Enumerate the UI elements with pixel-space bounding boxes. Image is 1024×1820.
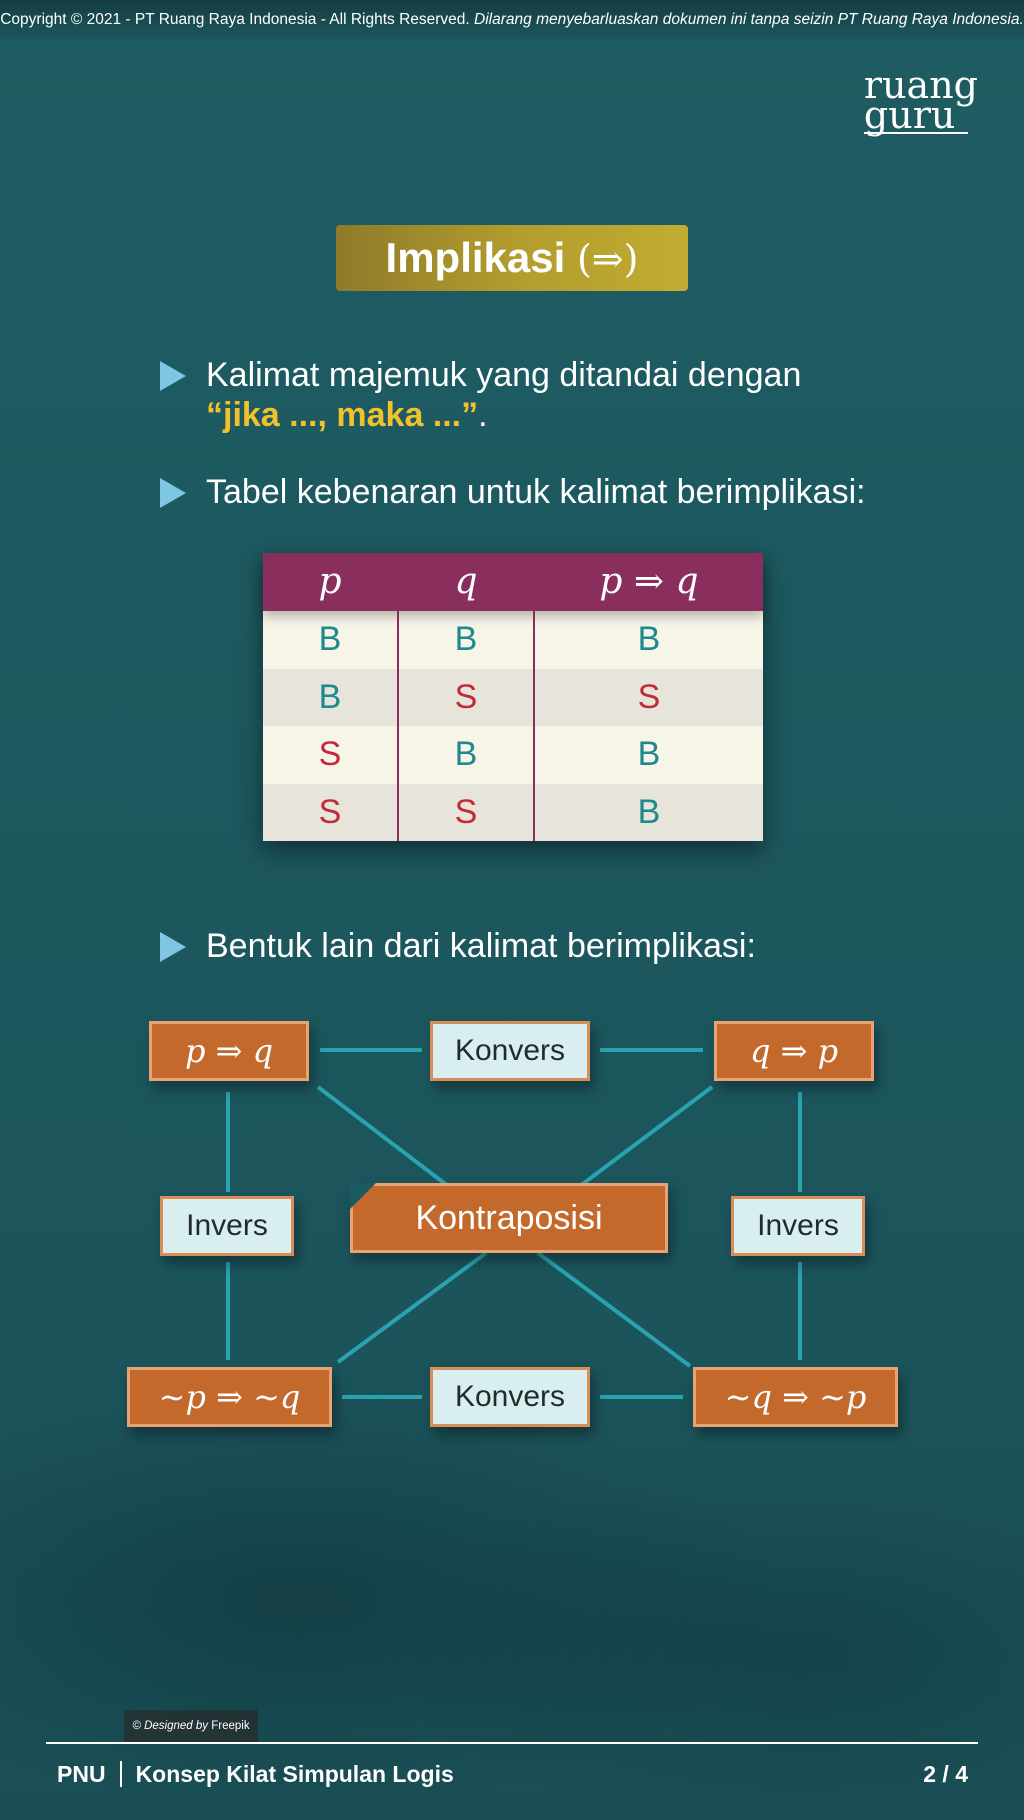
table-cell: B bbox=[318, 620, 342, 658]
table-row: S S B bbox=[263, 783, 763, 841]
ruangguru-logo: ruang guru bbox=[863, 66, 978, 134]
bullet-1-text: Kalimat majemuk yang ditandai dengan bbox=[206, 356, 802, 394]
table-row: S B B bbox=[263, 726, 763, 784]
node-p-implies-q: p ⇒ q bbox=[149, 1021, 309, 1081]
node-q-implies-p: q ⇒ p bbox=[714, 1021, 874, 1081]
title-text: Implikasi bbox=[385, 234, 566, 281]
table-header: p q p ⇒ q bbox=[263, 553, 763, 611]
node-not-p-implies-not-q: ∼p ⇒ ∼q bbox=[127, 1367, 332, 1427]
truth-table: p q p ⇒ q B B B B S S S B B S S B bbox=[263, 553, 763, 841]
header-p: p bbox=[318, 561, 342, 602]
table-cell: B bbox=[454, 735, 478, 773]
triangle-bullet-icon bbox=[160, 478, 186, 508]
copyright-notice: Dilarang menyebarluaskan dokumen ini tan… bbox=[474, 11, 1024, 28]
column-divider bbox=[397, 611, 399, 841]
credit-source: Freepik bbox=[211, 1720, 250, 1732]
table-cell: S bbox=[318, 792, 342, 831]
page-title: Implikasi (⇒) bbox=[336, 225, 688, 291]
table-cell: S bbox=[454, 677, 478, 716]
triangle-bullet-icon bbox=[160, 361, 186, 391]
label-kontraposisi: Kontraposisi bbox=[350, 1183, 668, 1253]
copyright-bar: Copyright © 2021 - PT Ruang Raya Indones… bbox=[0, 0, 1024, 40]
copyright-text: Copyright © 2021 - PT Ruang Raya Indones… bbox=[0, 11, 470, 28]
logo-line1: ruang bbox=[863, 63, 978, 107]
label-konvers-top: Konvers bbox=[430, 1021, 590, 1081]
footer-subject: PNU bbox=[57, 1761, 106, 1787]
triangle-bullet-icon bbox=[160, 932, 186, 962]
diagonal-line bbox=[336, 1251, 488, 1364]
image-credit: © Designed by Freepik bbox=[124, 1710, 258, 1742]
footer-separator bbox=[119, 1760, 122, 1787]
bullet-2-text: Tabel kebenaran untuk kalimat berimplika… bbox=[206, 473, 866, 511]
bullet-definition: Kalimat majemuk yang ditandai dengan “ji… bbox=[160, 355, 860, 445]
table-cell: B bbox=[637, 735, 661, 773]
diagonal-line bbox=[578, 1085, 714, 1188]
kontraposisi-text: Kontraposisi bbox=[415, 1199, 603, 1237]
column-divider bbox=[533, 611, 535, 841]
footer-divider bbox=[46, 1742, 978, 1744]
bullet-1-suffix: . bbox=[478, 396, 488, 434]
bullet-3-text: Bentuk lain dari kalimat berimplikasi: bbox=[206, 927, 756, 965]
footer-title: Konsep Kilat Simpulan Logis bbox=[135, 1761, 454, 1787]
footer-left: PNU Konsep Kilat Simpulan Logis bbox=[57, 1758, 454, 1790]
bullet-1-highlight: “jika ..., maka ...” bbox=[206, 396, 479, 434]
title-symbol: (⇒) bbox=[576, 237, 639, 281]
table-row: B B B bbox=[263, 611, 763, 669]
table-cell: B bbox=[318, 677, 342, 716]
table-cell: B bbox=[454, 620, 478, 658]
logo-line2: guru bbox=[863, 96, 968, 134]
table-row: B S S bbox=[263, 668, 763, 726]
table-cell: S bbox=[318, 735, 342, 773]
credit-prefix: © Designed by bbox=[132, 1720, 209, 1732]
node-not-q-implies-not-p: ∼q ⇒ ∼p bbox=[693, 1367, 898, 1427]
bullet-other-forms: Bentuk lain dari kalimat berimplikasi: bbox=[160, 926, 860, 966]
label-invers-left: Invers bbox=[160, 1196, 294, 1256]
diagonal-line bbox=[536, 1251, 692, 1368]
header-q: q bbox=[454, 561, 478, 602]
table-cell: S bbox=[454, 792, 478, 831]
table-cell: B bbox=[637, 620, 661, 658]
label-konvers-bottom: Konvers bbox=[430, 1367, 590, 1427]
table-cell: B bbox=[637, 792, 661, 831]
diagonal-line bbox=[316, 1085, 450, 1188]
footer-page-number: 2 / 4 bbox=[923, 1761, 968, 1787]
bullet-truth-table: Tabel kebenaran untuk kalimat berimplika… bbox=[160, 472, 866, 512]
table-cell: S bbox=[637, 677, 661, 716]
folded-corner-icon bbox=[350, 1183, 376, 1209]
header-p-implies-q: p ⇒ q bbox=[599, 561, 699, 602]
label-invers-right: Invers bbox=[731, 1196, 865, 1256]
